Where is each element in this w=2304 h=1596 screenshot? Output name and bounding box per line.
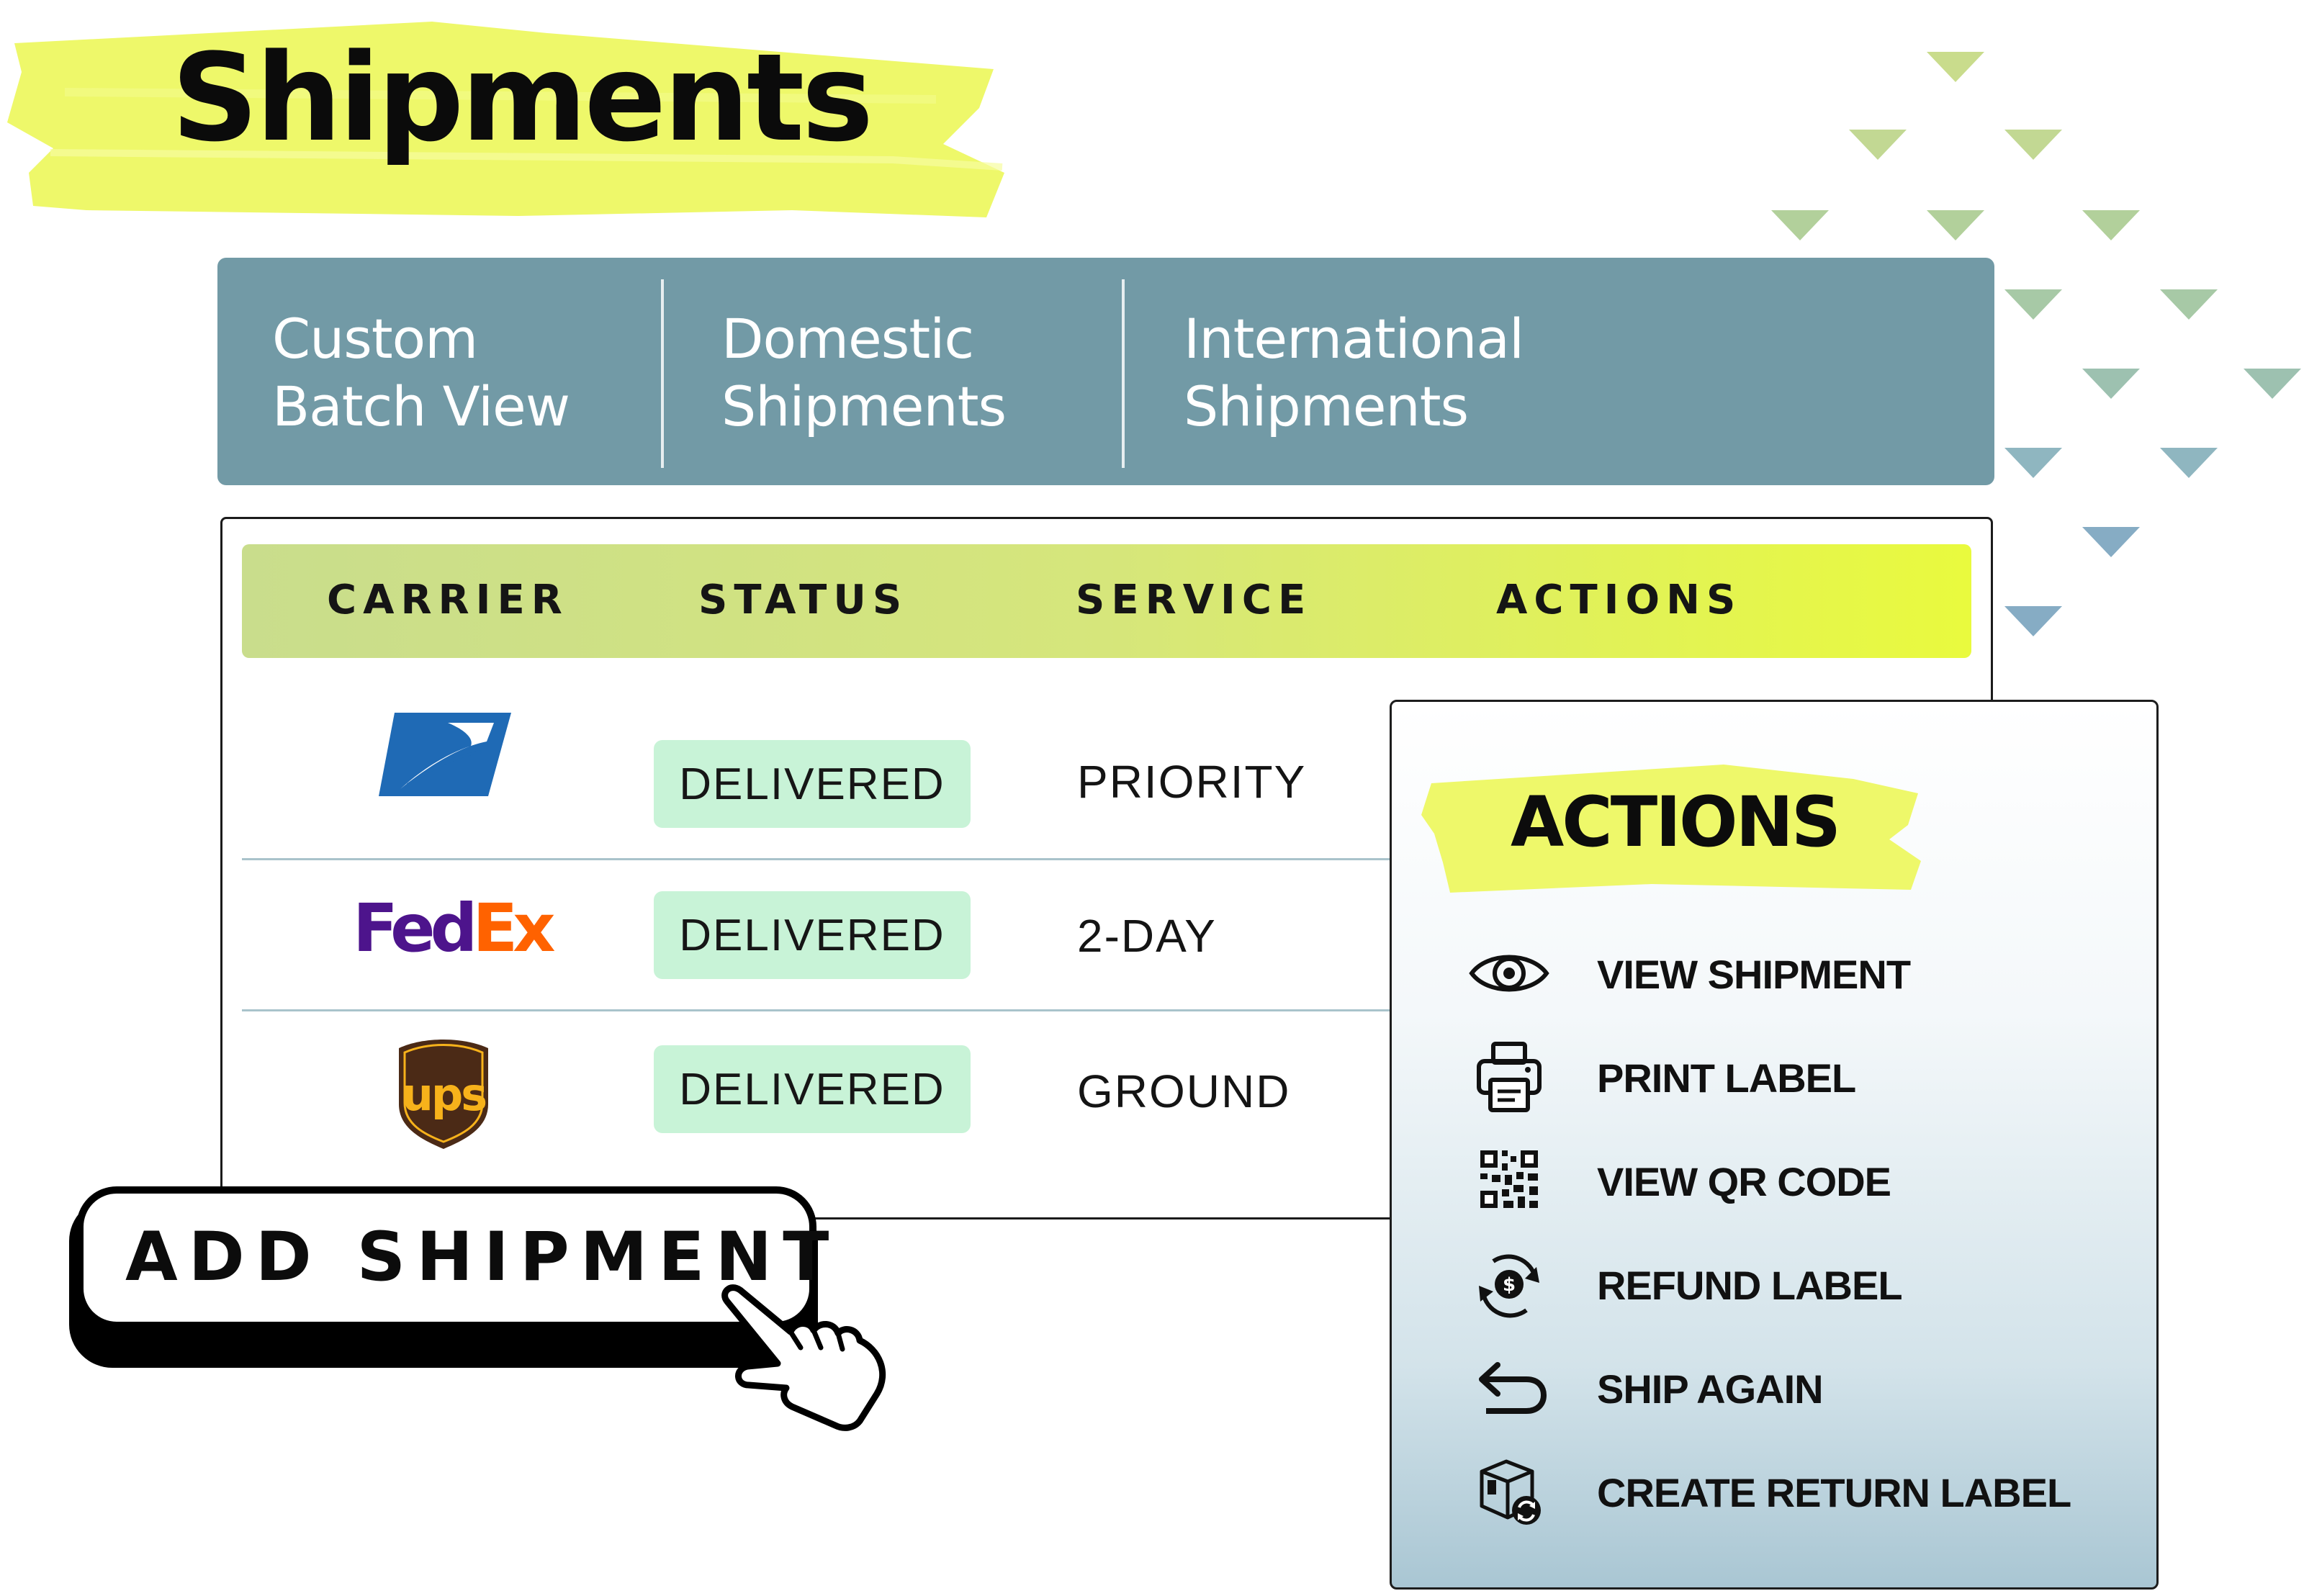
column-header-status[interactable]: STATUS (698, 577, 909, 623)
action-view-shipment[interactable]: VIEW SHIPMENT (1469, 930, 2131, 1016)
row-divider (242, 1009, 1394, 1011)
status-badge: DELIVERED (654, 891, 971, 979)
tab-domestic-shipments[interactable]: Domestic Shipments (721, 258, 1139, 485)
eye-icon (1469, 955, 1549, 992)
column-header-carrier[interactable]: CARRIER (327, 577, 569, 623)
add-shipment-button[interactable]: ADD SHIPMENT (76, 1186, 829, 1329)
tab-international-shipments[interactable]: International Shipments (1184, 258, 1644, 485)
actions-menu-title: ACTIONS (1511, 782, 1841, 862)
column-header-service[interactable]: SERVICE (1076, 577, 1313, 623)
action-ship-again[interactable]: SHIP AGAIN (1469, 1345, 2131, 1431)
tabs-bar: Custom Batch View Domestic Shipments Int… (217, 258, 1994, 485)
action-label: PRINT LABEL (1597, 1055, 1856, 1101)
ups-logo: ups (399, 1040, 488, 1149)
action-label: VIEW QR CODE (1597, 1159, 1891, 1204)
tab-divider (1122, 279, 1125, 468)
action-print-label[interactable]: PRINT LABEL (1469, 1034, 2131, 1120)
decorative-triangles (1771, 52, 2301, 636)
refund-icon: $ (1479, 1254, 1539, 1318)
action-label: VIEW SHIPMENT (1597, 952, 1911, 997)
tab-label-line2: Shipments (721, 374, 1007, 438)
fedex-logo-fed: Fed (353, 890, 477, 967)
printer-icon (1477, 1042, 1542, 1112)
tab-label-line2: Shipments (1184, 374, 1469, 438)
return-box-icon (1480, 1459, 1541, 1525)
ups-logo-text: ups (402, 1068, 486, 1121)
fedex-logo-ex: Ex (472, 890, 555, 967)
tab-label-line1: Domestic (721, 307, 974, 371)
action-view-qr-code[interactable]: VIEW QR CODE (1469, 1137, 2131, 1224)
tab-divider (661, 279, 664, 468)
column-header-actions[interactable]: ACTIONS (1496, 577, 1742, 623)
service-value: GROUND (1077, 1065, 1291, 1117)
tab-custom-batch-view[interactable]: Custom Batch View (272, 258, 661, 485)
add-shipment-label: ADD SHIPMENT (125, 1218, 840, 1297)
qr-code-icon (1480, 1150, 1538, 1208)
tab-label-line2: Batch View (272, 374, 570, 438)
action-label: CREATE RETURN LABEL (1597, 1470, 2071, 1515)
tab-label-line1: International (1184, 307, 1524, 371)
service-value: PRIORITY (1077, 756, 1307, 808)
undo-arrow-icon (1479, 1362, 1547, 1414)
service-value: 2-DAY (1077, 910, 1217, 962)
table-header-row (242, 544, 1971, 658)
row-divider (242, 858, 1394, 860)
fedex-logo: FedEx (353, 896, 556, 962)
hand-pointer-cursor-icon (721, 1284, 886, 1431)
svg-text:$: $ (1503, 1274, 1516, 1296)
action-label: SHIP AGAIN (1597, 1366, 1824, 1412)
status-badge: DELIVERED (654, 1045, 971, 1133)
status-badge: DELIVERED (654, 740, 971, 828)
title-highlight-stroke (7, 22, 1004, 217)
tab-label-line1: Custom (272, 307, 478, 371)
actions-title-highlight-stroke (1421, 765, 1921, 893)
page-title: Shipments (171, 27, 873, 168)
action-create-return-label[interactable]: CREATE RETURN LABEL (1469, 1448, 2131, 1535)
action-refund-label[interactable]: $ REFUND LABEL (1469, 1241, 2131, 1327)
usps-logo (379, 713, 511, 796)
action-label: REFUND LABEL (1597, 1263, 1903, 1308)
